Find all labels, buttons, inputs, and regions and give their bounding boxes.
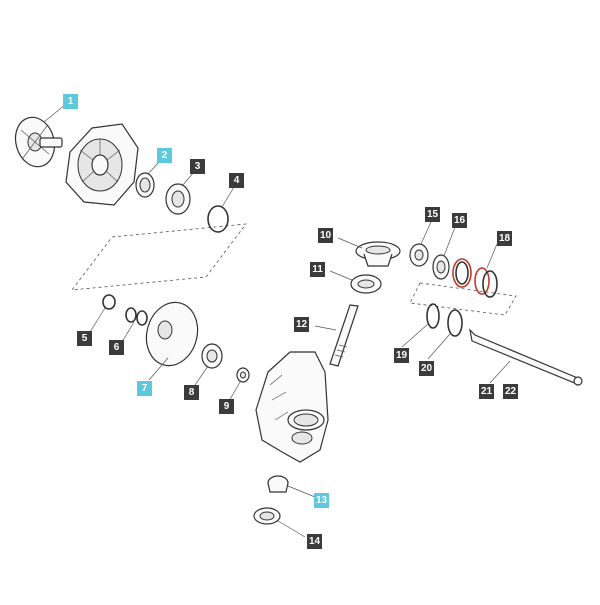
group-outline-right <box>409 282 517 316</box>
part-housing-cover[interactable] <box>65 123 139 206</box>
part-13-bushing[interactable] <box>267 475 289 493</box>
part-10-pinion-cup[interactable] <box>355 241 401 267</box>
callout-21[interactable]: 21 <box>479 384 494 399</box>
callout-19[interactable]: 19 <box>394 348 409 363</box>
group-outline-left <box>71 223 247 291</box>
callout-5[interactable]: 5 <box>77 331 92 346</box>
part-2-seal[interactable] <box>135 172 155 198</box>
part-1-hub-flange[interactable] <box>10 113 63 171</box>
part-14-seal[interactable] <box>253 507 281 525</box>
callout-9[interactable]: 9 <box>219 399 234 414</box>
callout-12[interactable]: 12 <box>294 317 309 332</box>
callout-22[interactable]: 22 <box>503 384 518 399</box>
part-8-bearing[interactable] <box>201 343 223 369</box>
callout-3[interactable]: 3 <box>190 159 205 174</box>
callout-14[interactable]: 14 <box>307 534 322 549</box>
callout-11[interactable]: 11 <box>310 262 325 277</box>
callout-4[interactable]: 4 <box>229 173 244 188</box>
callout-1[interactable]: 1 <box>63 94 78 109</box>
part-3-bearing[interactable] <box>165 183 191 215</box>
part-21-output-shaft[interactable] <box>469 328 583 386</box>
callout-7[interactable]: 7 <box>137 381 152 396</box>
part-5-o-ring[interactable] <box>102 294 116 310</box>
part-9-washer[interactable] <box>236 367 250 383</box>
part-17-ring-selected[interactable] <box>452 258 472 288</box>
part-19-snap-ring[interactable] <box>426 303 440 329</box>
callout-10[interactable]: 10 <box>318 228 333 243</box>
callout-20[interactable]: 20 <box>419 361 434 376</box>
leader-lines <box>43 103 511 538</box>
callout-8[interactable]: 8 <box>184 385 199 400</box>
part-6-o-rings[interactable] <box>125 307 148 326</box>
callout-18[interactable]: 18 <box>497 231 512 246</box>
callout-15[interactable]: 15 <box>425 207 440 222</box>
part-12-shaft[interactable] <box>329 304 359 367</box>
gearbox-housing[interactable] <box>255 351 329 463</box>
part-11-bearing[interactable] <box>350 274 382 294</box>
callout-2[interactable]: 2 <box>157 148 172 163</box>
part-20-snap-ring[interactable] <box>447 309 463 337</box>
callout-6[interactable]: 6 <box>109 340 124 355</box>
part-16-bearing[interactable] <box>432 254 450 280</box>
part-18-rings[interactable] <box>474 267 498 298</box>
callout-13[interactable]: 13 <box>314 493 329 508</box>
part-4-circlip[interactable] <box>207 205 229 233</box>
callout-16[interactable]: 16 <box>452 213 467 228</box>
part-15-nut[interactable] <box>409 243 429 267</box>
part-7-bevel-gear[interactable] <box>140 297 205 372</box>
